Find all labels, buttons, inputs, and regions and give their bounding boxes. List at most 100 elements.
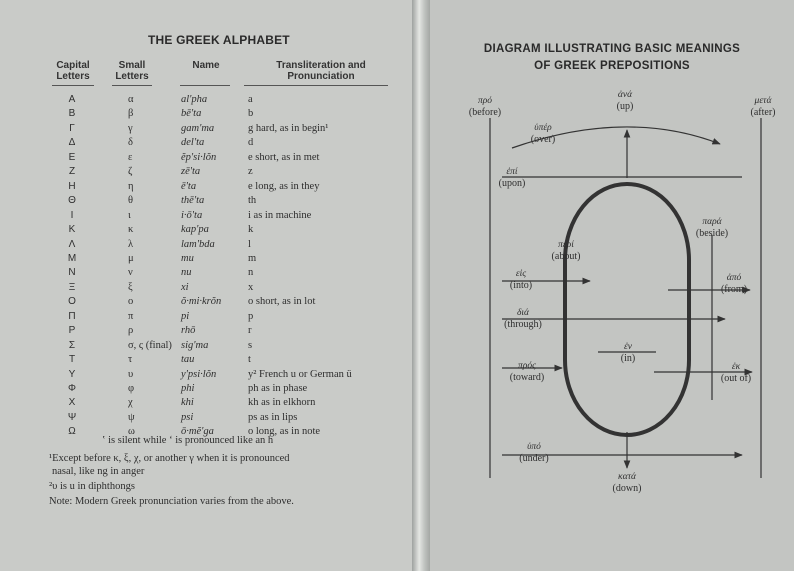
transliteration: e long, as in they bbox=[248, 180, 320, 192]
transliteration: ph as in phase bbox=[248, 383, 308, 394]
transliteration: k bbox=[248, 224, 254, 236]
transliteration: m bbox=[248, 252, 257, 264]
letter-name: bē'ta bbox=[181, 108, 202, 120]
small-letter: η bbox=[128, 180, 134, 192]
label-ek: ἐκ(out of) bbox=[720, 362, 752, 384]
label-meta: μετά(after) bbox=[750, 96, 776, 118]
letter-name: ē'ta bbox=[181, 180, 197, 192]
transliteration: i as in machine bbox=[248, 209, 312, 221]
footnote-1a: ¹Except before κ, ξ, χ, or another γ whe… bbox=[49, 453, 290, 464]
header-rule bbox=[52, 85, 94, 86]
small-letter: ι bbox=[128, 209, 131, 221]
letter-name: xi bbox=[181, 281, 189, 293]
small-letter: ψ bbox=[128, 411, 135, 423]
label-en: ἐν(in) bbox=[620, 342, 636, 364]
transliteration: d bbox=[248, 137, 254, 149]
small-letter: β bbox=[128, 108, 134, 120]
header-small: Small Letters bbox=[115, 60, 149, 82]
small-letter: ρ bbox=[128, 325, 134, 337]
letter-name: sig'ma bbox=[181, 339, 209, 351]
left-page bbox=[0, 0, 412, 571]
small-letter: τ bbox=[128, 354, 133, 366]
small-letter: ξ bbox=[128, 281, 133, 293]
small-letter: χ bbox=[128, 397, 133, 409]
header-rule bbox=[180, 85, 230, 86]
transliteration: s bbox=[248, 339, 253, 351]
small-letter: μ bbox=[128, 252, 134, 264]
small-letter: ε bbox=[128, 151, 133, 163]
label-apo: ἀπό(from) bbox=[720, 273, 748, 295]
transliteration: ps as in lips bbox=[248, 411, 298, 423]
footnote-1b: nasal, like ng in anger bbox=[52, 466, 145, 477]
letter-name: zē'ta bbox=[181, 166, 201, 178]
label-hypo: ὑπό(under) bbox=[519, 442, 549, 464]
letter-name: psi bbox=[181, 411, 194, 423]
diagram-title-line2: OF GREEK PREPOSITIONS bbox=[534, 60, 690, 72]
header-name: Name bbox=[192, 60, 220, 71]
transliteration: l bbox=[248, 238, 251, 250]
modern-note: Note: Modern Greek pronunciation varies … bbox=[49, 496, 294, 507]
label-ana: ἀνά(up) bbox=[616, 90, 634, 112]
letter-name: mu bbox=[181, 252, 194, 264]
book-gutter bbox=[412, 0, 430, 571]
header-rule bbox=[112, 85, 152, 86]
small-letter: δ bbox=[128, 137, 133, 149]
label-hyper: ὑπέρ(over) bbox=[530, 123, 556, 145]
small-letter: ζ bbox=[128, 166, 133, 178]
letter-name: tau bbox=[181, 354, 195, 366]
label-pro: πρό(before) bbox=[468, 96, 502, 118]
label-kata: κατά(down) bbox=[612, 472, 642, 494]
transliteration: o long, as in note bbox=[248, 426, 321, 438]
transliteration: b bbox=[248, 108, 254, 120]
letter-name: y'psi·lŏn bbox=[181, 368, 217, 380]
small-letter: κ bbox=[128, 224, 134, 236]
header-rule bbox=[244, 85, 388, 86]
enclosure-shape bbox=[563, 182, 691, 437]
alphabet-title: THE GREEK ALPHABET bbox=[148, 33, 290, 47]
label-eis: εἰς(into) bbox=[509, 269, 533, 291]
transliteration: n bbox=[248, 267, 254, 279]
transliteration: z bbox=[248, 166, 253, 178]
small-letter: π bbox=[128, 310, 134, 322]
transliteration: x bbox=[248, 281, 254, 293]
breathing-note: ʽ is silent while ʻ is pronounced like a… bbox=[102, 435, 274, 446]
label-dia: διά(through) bbox=[504, 308, 542, 330]
header-capital: Capital Letters bbox=[56, 60, 90, 82]
letter-name: i·ō'ta bbox=[181, 209, 203, 221]
header-translit: Transliteration and Pronunciation bbox=[276, 60, 366, 82]
transliteration: kh as in elkhorn bbox=[248, 397, 316, 409]
small-letter: θ bbox=[128, 195, 134, 207]
letter-name: ŏ·mi·krŏn bbox=[181, 296, 222, 308]
transliteration: e short, as in met bbox=[248, 151, 320, 163]
small-letter: ω bbox=[128, 426, 135, 438]
small-letter: υ bbox=[128, 368, 134, 380]
transliteration: p bbox=[248, 310, 254, 322]
over-arrow bbox=[511, 126, 721, 149]
letter-name: ĕp'si·lŏn bbox=[181, 151, 217, 163]
small-letter: γ bbox=[128, 122, 133, 134]
transliteration: a bbox=[248, 94, 253, 105]
label-para: παρά(beside) bbox=[695, 217, 729, 239]
letter-name: lam'bda bbox=[181, 238, 215, 250]
label-epi: ἐπί(upon) bbox=[498, 167, 526, 189]
diagram-title-line1: DIAGRAM ILLUSTRATING BASIC MEANINGS bbox=[483, 43, 741, 55]
letter-name: khi bbox=[181, 397, 194, 409]
small-letter: λ bbox=[128, 238, 134, 250]
prepositions-diagram bbox=[489, 118, 762, 478]
